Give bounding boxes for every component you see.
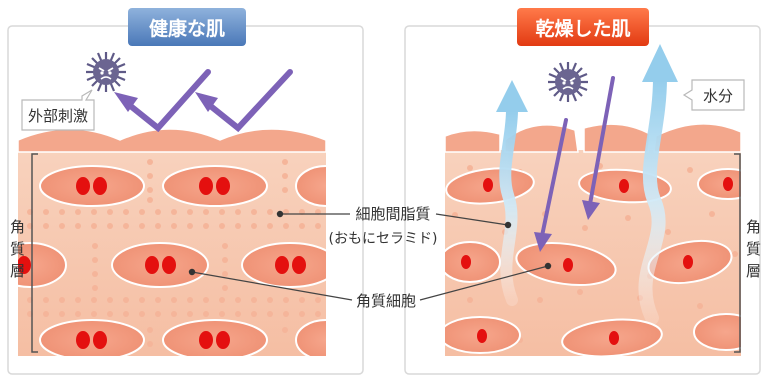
layer-char: 層 — [746, 262, 761, 280]
germ-icon — [548, 62, 588, 102]
intercellular-lipid-label: 細胞間脂質 — [355, 205, 430, 223]
healthy-skin-illustration — [0, 150, 356, 360]
dry-title: 乾燥した肌 — [535, 17, 630, 40]
corneocyte-label: 角質細胞 — [356, 292, 416, 310]
dry-layer-label: 角 質 層 — [746, 218, 761, 280]
layer-char: 角 — [746, 218, 761, 236]
dry-skin-illustration — [440, 150, 758, 360]
healthy-title: 健康な肌 — [149, 17, 225, 40]
water-callout: 水分 — [684, 80, 744, 110]
layer-char: 質 — [10, 240, 25, 258]
stimulus-label: 外部刺激 — [28, 107, 88, 125]
germ-icon — [86, 52, 126, 92]
water-label: 水分 — [703, 87, 733, 105]
healthy-skin-surface — [18, 129, 326, 152]
ceramide-note: (おもにセラミド) — [329, 231, 438, 247]
layer-char: 質 — [746, 240, 761, 258]
layer-char: 角 — [10, 218, 25, 236]
dry-corneocyte-cells — [440, 164, 758, 360]
healthy-layer-label: 角 質 層 — [10, 218, 25, 280]
layer-char: 層 — [10, 262, 25, 280]
